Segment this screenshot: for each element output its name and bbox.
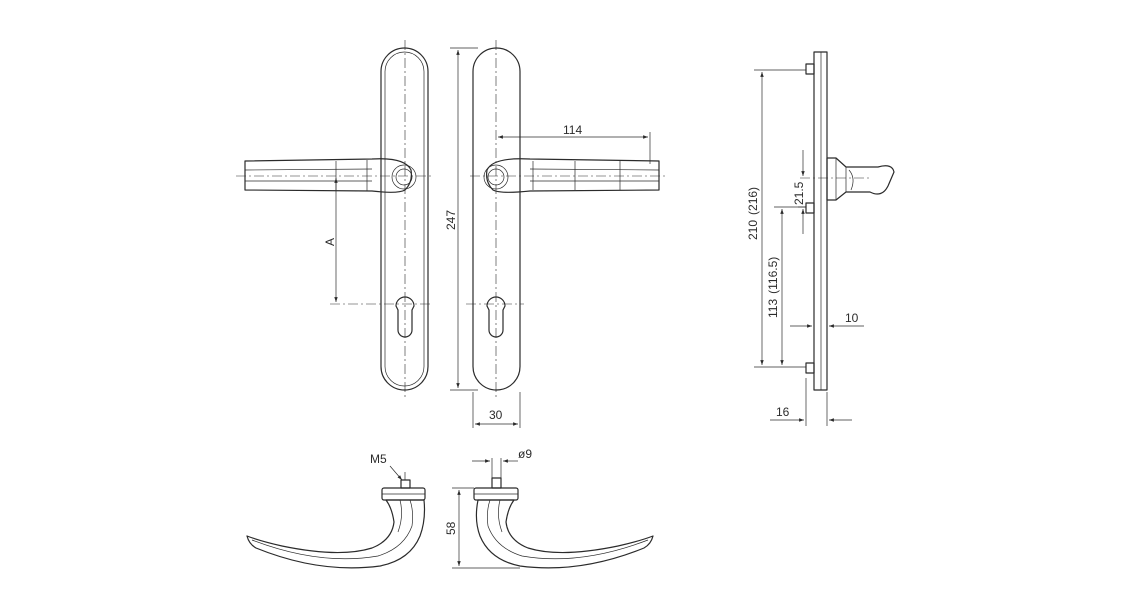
front-view-right: 247 114 30	[444, 40, 668, 428]
dia-9-label: ø9	[518, 447, 532, 461]
dim-16-label: 16	[776, 405, 790, 419]
dim-10-label: 10	[845, 311, 859, 325]
front-view-left: A	[236, 40, 432, 398]
dim-247-label: 247	[444, 210, 458, 230]
m5-thread	[400, 479, 411, 489]
lever-curve-right	[475, 499, 654, 569]
keyhole-right	[466, 296, 524, 338]
keyhole-left	[330, 296, 432, 338]
top-screw-boss	[805, 63, 815, 75]
backplate-right	[472, 47, 521, 391]
dim-21-5-label: 21.5	[792, 181, 806, 205]
bottom-view-right: ø9 58	[444, 447, 654, 569]
bottom-screw-boss	[805, 362, 815, 374]
lever-curve-left	[246, 499, 426, 569]
m5-label: M5	[370, 452, 387, 466]
backplate-left	[380, 47, 429, 391]
lever-left	[236, 158, 432, 193]
mid-screw-boss	[805, 202, 815, 214]
dim-a-label: A	[323, 238, 337, 246]
spindle-9	[491, 477, 502, 489]
dim-114-label: 114	[563, 123, 582, 137]
dim-113-label: 113(116.5)	[766, 257, 780, 318]
dim-58-label: 58	[444, 521, 458, 535]
dim-210-label: 210(216)	[746, 187, 760, 240]
lever-right	[470, 158, 668, 193]
dim-30-label: 30	[489, 408, 503, 422]
bottom-view-left: M5	[246, 452, 426, 569]
side-plate	[813, 51, 828, 391]
side-lever-stub	[800, 157, 895, 201]
side-view: 210(216) 113(116.5) 21.5 10 16	[746, 51, 895, 426]
